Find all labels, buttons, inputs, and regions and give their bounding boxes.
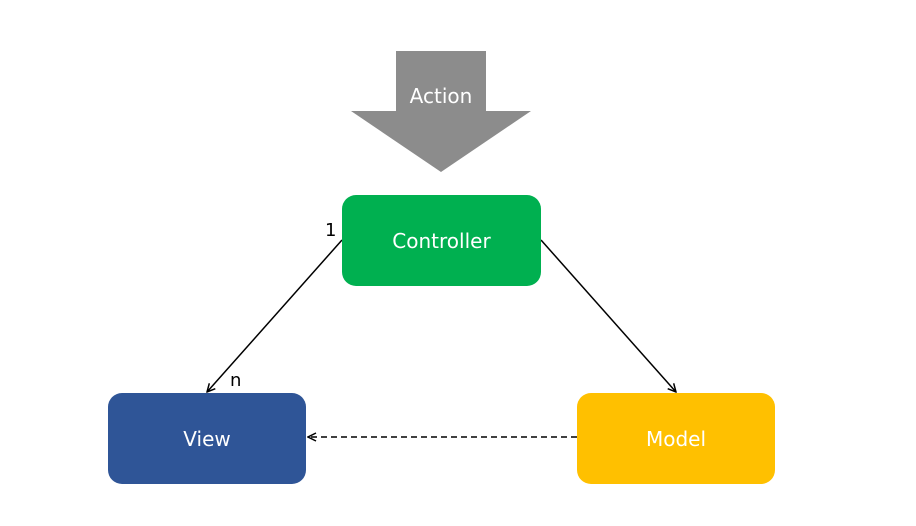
model-label: Model — [645, 426, 707, 451]
multiplicity-one-label: 1 — [325, 220, 337, 241]
model-node: Model — [577, 393, 775, 484]
controller-label: Controller — [392, 228, 491, 253]
view-node: View — [108, 393, 306, 484]
edge-controller-to-view — [207, 239, 343, 392]
controller-node: Controller — [342, 195, 541, 286]
edge-controller-to-model — [540, 239, 676, 392]
action-arrow — [351, 51, 531, 172]
multiplicity-n-label: n — [230, 370, 242, 391]
action-label: Action — [409, 84, 473, 108]
view-label: View — [183, 426, 231, 451]
